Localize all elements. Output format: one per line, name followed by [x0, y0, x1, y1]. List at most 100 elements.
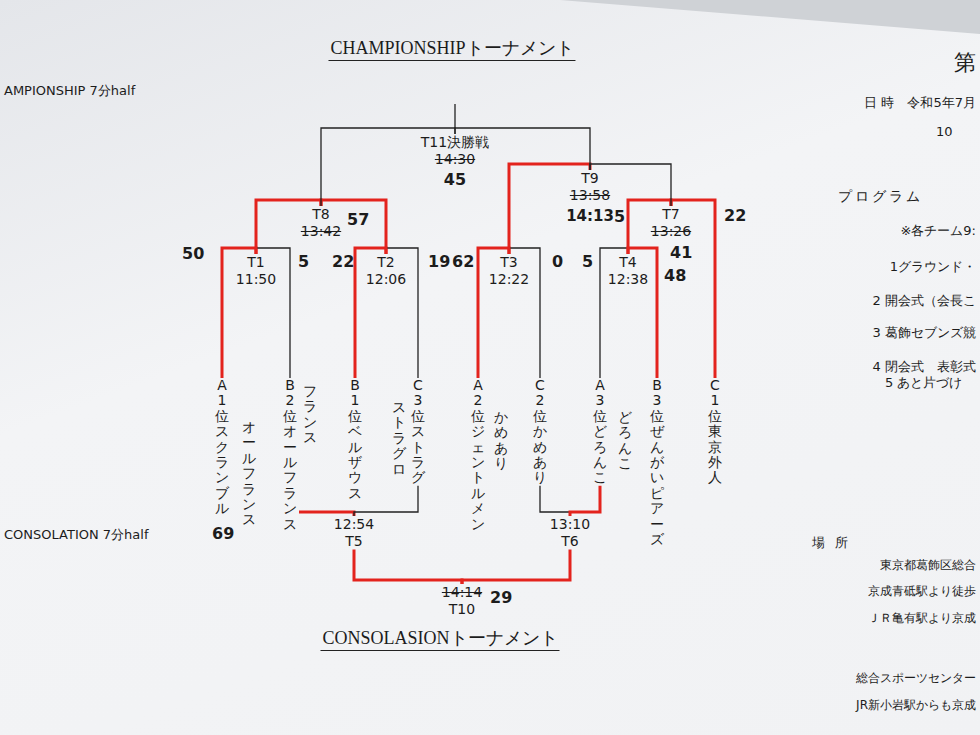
team-entry: A1位スクランブル	[215, 378, 229, 517]
revised-time: 14:13	[566, 207, 614, 225]
bracket-stem	[454, 104, 455, 128]
match-label: T111:50	[233, 254, 279, 288]
score-number: 62	[452, 252, 474, 271]
section-note: AMPIONSHIP 7分half	[4, 82, 135, 100]
score-number: 19	[428, 252, 450, 271]
match-label: T11決勝戦14:30	[418, 134, 492, 168]
info-heading: 場 所	[812, 534, 851, 552]
info-text: 5 あと片づけ	[885, 374, 962, 392]
team-entry: B1位ベルザウス	[348, 378, 362, 501]
match-text: T7	[651, 206, 691, 223]
match-text: 13:26	[651, 223, 691, 240]
match-label: 13:10T6	[547, 516, 593, 550]
info-text: 東京都葛飾区総合	[880, 557, 976, 574]
match-text: 12:22	[489, 271, 529, 288]
team-name: B2位オールフランス	[283, 378, 297, 532]
match-label: 14:14T10	[439, 584, 485, 618]
handwritten-team: ストラグロ	[392, 400, 406, 477]
score-number: 5	[298, 252, 309, 271]
match-text: 11:50	[236, 271, 276, 288]
match-label: T813:42	[298, 206, 344, 240]
handwritten-team: フランス	[303, 384, 317, 446]
match-text: 12:06	[366, 271, 406, 288]
score-number: 0	[552, 252, 563, 271]
match-label: T212:06	[363, 254, 409, 288]
bracket-line	[354, 550, 462, 584]
handwritten-team: かめあり	[494, 410, 508, 472]
revised-time: 45	[444, 170, 466, 189]
bracket-line	[354, 486, 418, 516]
match-label: T412:38	[605, 254, 651, 288]
match-label: T312:22	[486, 254, 532, 288]
info-text: 京成青砥駅より徒歩	[868, 583, 976, 600]
info-text: ※各チーム9:	[900, 222, 976, 240]
info-text: 3 葛飾セブンズ競	[873, 324, 976, 342]
match-text: 13:58	[570, 187, 610, 204]
score-number: 41	[670, 243, 692, 262]
match-text: T4	[608, 254, 648, 271]
team-entry: A3位どろんこ	[593, 378, 607, 486]
match-text: 12:38	[608, 271, 648, 288]
match-text: 13:42	[301, 223, 341, 240]
match-label: 12:54T5	[331, 516, 377, 550]
team-name: C2位かめあり	[533, 378, 547, 486]
score-number: 50	[182, 244, 204, 263]
score-number: 57	[347, 210, 369, 229]
team-entry: C1位東京外人	[708, 378, 722, 486]
diagram-title: CHAMPIONSHIPトーナメント	[328, 36, 575, 61]
team-entry: A2位ジェントルメン	[471, 378, 485, 532]
match-text: T8	[301, 206, 341, 223]
match-label: T713:26	[648, 206, 694, 240]
team-name: C1位東京外人	[708, 378, 722, 486]
handwritten-team: どろんこ	[618, 410, 632, 472]
team-name: C3位ストラグ	[411, 378, 425, 486]
info-text: ＪＲ亀有駅より京成	[868, 610, 976, 627]
score-number: 5	[582, 252, 593, 271]
match-text: 13:10	[550, 516, 590, 533]
score-number: 5	[614, 207, 625, 226]
team-name: A1位スクランブル	[215, 378, 229, 517]
match-text: 12:54	[334, 516, 374, 533]
match-text: T2	[366, 254, 406, 271]
handwritten-team: オールフランス	[242, 420, 256, 528]
score-number: 22	[724, 206, 746, 225]
match-text: T10	[442, 601, 482, 618]
team-name: B1位ベルザウス	[348, 378, 362, 501]
score-number: 22	[332, 252, 354, 271]
info-text: 1グラウンド・	[890, 258, 976, 276]
paper-shadow	[560, 0, 980, 34]
match-text: T9	[570, 170, 610, 187]
bracket-line	[462, 550, 570, 584]
bracket-line	[540, 486, 570, 516]
team-name: A3位どろんこ	[593, 378, 607, 486]
match-text: 14:30	[421, 151, 489, 168]
score-number: 48	[664, 266, 686, 285]
info-text: 10	[936, 124, 953, 139]
match-text: T3	[489, 254, 529, 271]
diagram-caption: CONSOLASIONトーナメント	[320, 626, 559, 651]
team-entry: B3位ぜんがいピアーズ	[650, 378, 664, 547]
info-heading: プログラム	[838, 188, 923, 206]
header-text: 第	[954, 48, 976, 78]
bracket-line	[299, 512, 354, 516]
match-text: T1	[236, 254, 276, 271]
team-entry: B2位オールフランス	[283, 378, 297, 532]
team-name: B3位ぜんがいピアーズ	[650, 378, 664, 547]
match-label: T913:58	[567, 170, 613, 204]
info-text: 4 閉会式 表彰式	[873, 358, 976, 376]
match-text: T6	[550, 533, 590, 550]
match-text: T11決勝戦	[421, 134, 489, 151]
revised-time: 29	[490, 588, 512, 607]
match-text: T5	[334, 533, 374, 550]
team-entry: C2位かめあり	[533, 378, 547, 486]
team-name: A2位ジェントルメン	[471, 378, 485, 532]
score-number: 69	[212, 524, 234, 543]
info-text: 2 開会式（会長こ	[873, 292, 976, 310]
info-text: JR新小岩駅からも京成	[856, 697, 976, 714]
bracket-line	[570, 486, 600, 516]
match-text: 14:14	[442, 584, 482, 601]
info-text: 総合スポーツセンター	[856, 670, 976, 687]
